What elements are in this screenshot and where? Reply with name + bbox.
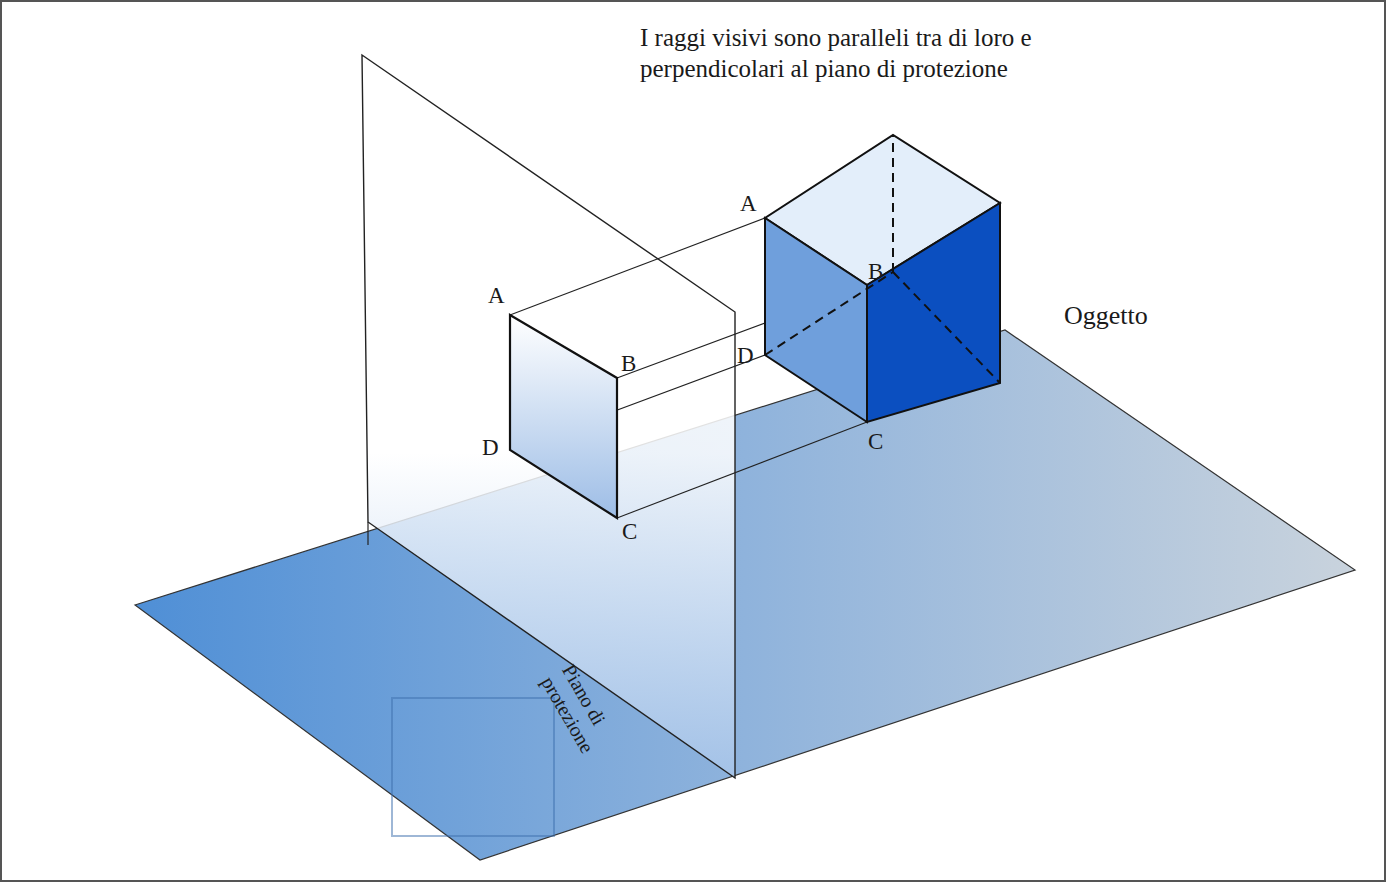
projection-plane (362, 55, 735, 778)
ground-plane (135, 330, 1355, 860)
hidden-edges (765, 135, 1000, 383)
vertex-letter: C (868, 428, 883, 457)
vertex-letter: A (488, 282, 505, 311)
vertex-letter: B (868, 258, 883, 287)
vertex-letter: D (482, 434, 499, 463)
projected-face (510, 315, 617, 518)
visual-rays (510, 218, 867, 518)
cube-side (867, 203, 1000, 422)
vertex-letter: B (621, 350, 636, 379)
cube-front (765, 218, 867, 422)
vertex-letter: D (737, 342, 754, 371)
object-label: Oggetto (1064, 300, 1148, 333)
ground-mark (392, 698, 554, 836)
plane-edge (367, 522, 368, 545)
note-text: I raggi visivi sono paralleli tra di lor… (640, 22, 1100, 85)
vertex-letter: A (740, 190, 757, 219)
vertex-letter: C (622, 518, 637, 547)
